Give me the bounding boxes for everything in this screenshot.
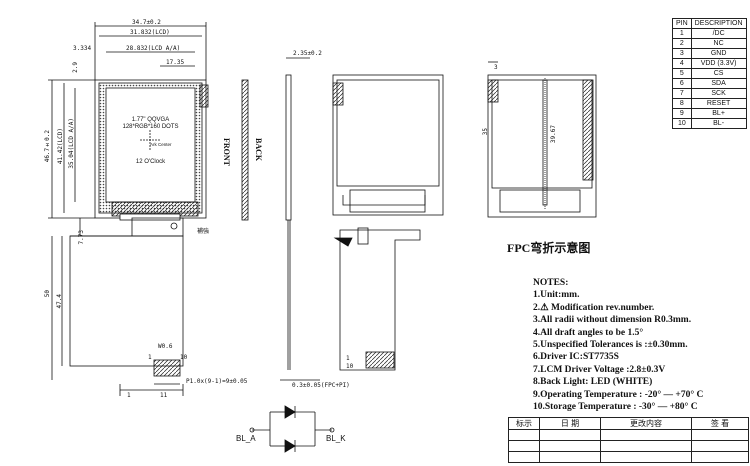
rev-col-content: 更改内容	[600, 417, 692, 430]
table-row: 1/DC	[672, 28, 747, 39]
description-header: DESCRIPTION	[690, 18, 747, 29]
rev-col-date: 日 期	[539, 417, 601, 430]
backlight-schematic	[249, 405, 335, 453]
dim-thickness: 2.35±0.2	[293, 50, 322, 57]
note-item: 10.Storage Temperature : -30° — +80° C	[533, 402, 698, 413]
dim-lcd-height: 41.42(LCD)	[57, 128, 64, 165]
bl-cathode-label: BL_K	[326, 434, 346, 443]
dim-overall-width: 34.7±0.2	[132, 19, 161, 26]
fpc-bend-title: FPC弯折示意图	[507, 241, 591, 255]
dim-pin-width: W0.6	[158, 343, 173, 350]
note-item: 7.LCM Driver Voltage :2.8±0.3V	[533, 364, 666, 375]
dim-aa-right: 17.35	[166, 59, 185, 66]
lcd-center-label: Ark Center	[150, 142, 172, 147]
back-label: BACK	[254, 138, 263, 162]
dim-fpc-len2: 47.4	[56, 294, 63, 309]
back-view-2	[487, 61, 597, 218]
table-row	[508, 451, 749, 463]
pin-header: PIN	[672, 18, 692, 29]
note-item: 4.All draft angles to be 1.5°	[533, 327, 644, 338]
note-item: 8.Back Light: LED (WHITE)	[533, 377, 653, 388]
pin-label-1: 1	[148, 354, 152, 361]
dim-fpc-w1: 11	[160, 392, 168, 399]
note-item: 3.All radii without dimension R0.3mm.	[533, 315, 692, 326]
dim-left-offset: 3.334	[73, 45, 92, 52]
lcd-line-1: 1.77" QQVGA	[131, 117, 170, 123]
dim-3: 3	[494, 64, 498, 71]
table-row	[508, 440, 749, 452]
front-view	[48, 22, 209, 396]
dim-35: 35	[482, 128, 489, 136]
dim-overall-height: 46.7±0.2	[44, 130, 51, 163]
bl-anode-label: BL_A	[236, 434, 256, 443]
stiffener-label: 補強	[197, 228, 210, 235]
table-row	[508, 429, 749, 441]
side-view	[241, 57, 320, 381]
note-item: 5.Unspecified Tolerances is :±0.30mm.	[533, 340, 688, 351]
back-pin-10: 10	[346, 363, 354, 370]
dim-top-offset: 2.9	[72, 62, 79, 73]
back-pin-1: 1	[346, 355, 350, 362]
dim-lcd-width: 31.832(LCD)	[130, 29, 170, 36]
note-item: 2.⚠ Modification rev.number.	[533, 302, 655, 313]
rev-col-mark: 标示	[508, 417, 540, 430]
dim-pitch: P1.0x(9-1)=9±0.05	[186, 378, 248, 385]
front-label: FRONT	[222, 138, 231, 166]
revision-header-row: 标示 日 期 更改内容 签 看	[508, 417, 749, 430]
notes-block: NOTES: 1.Unit:mm. 2.⚠ Modification rev.n…	[533, 277, 703, 413]
dim-39: 39.67	[550, 125, 557, 144]
dim-aa-width: 28.832(LCD A/A)	[126, 45, 181, 52]
dim-fpc-len1: 50	[44, 290, 51, 298]
revision-table: 标示 日 期 更改内容 签 看	[508, 417, 749, 463]
back-view-1	[332, 74, 444, 371]
lcd-line-2: 128*RGB*160 DOTS	[122, 124, 179, 130]
pin-table-header: PIN DESCRIPTION	[672, 18, 747, 29]
dim-aa-height: 35.04(LCD A/A)	[68, 118, 75, 169]
note-item: 9.Operating Temperature : -20° — +70° C	[533, 389, 704, 400]
note-item: 6.Driver IC:ST7735S	[533, 352, 619, 363]
rev-col-sign: 签 看	[691, 417, 749, 430]
notes-title: NOTES:	[533, 278, 569, 288]
dim-fpc-thickness: 0.3±0.05(FPC+PI)	[292, 382, 350, 389]
dim-fpc-w2: 1	[127, 392, 131, 399]
pin-label-10: 10	[180, 354, 188, 361]
lcd-clock: 12 O'Clock	[135, 159, 166, 165]
note-item: 1.Unit:mm.	[533, 290, 580, 301]
dim-fpc-gap: 7.73	[78, 230, 85, 245]
